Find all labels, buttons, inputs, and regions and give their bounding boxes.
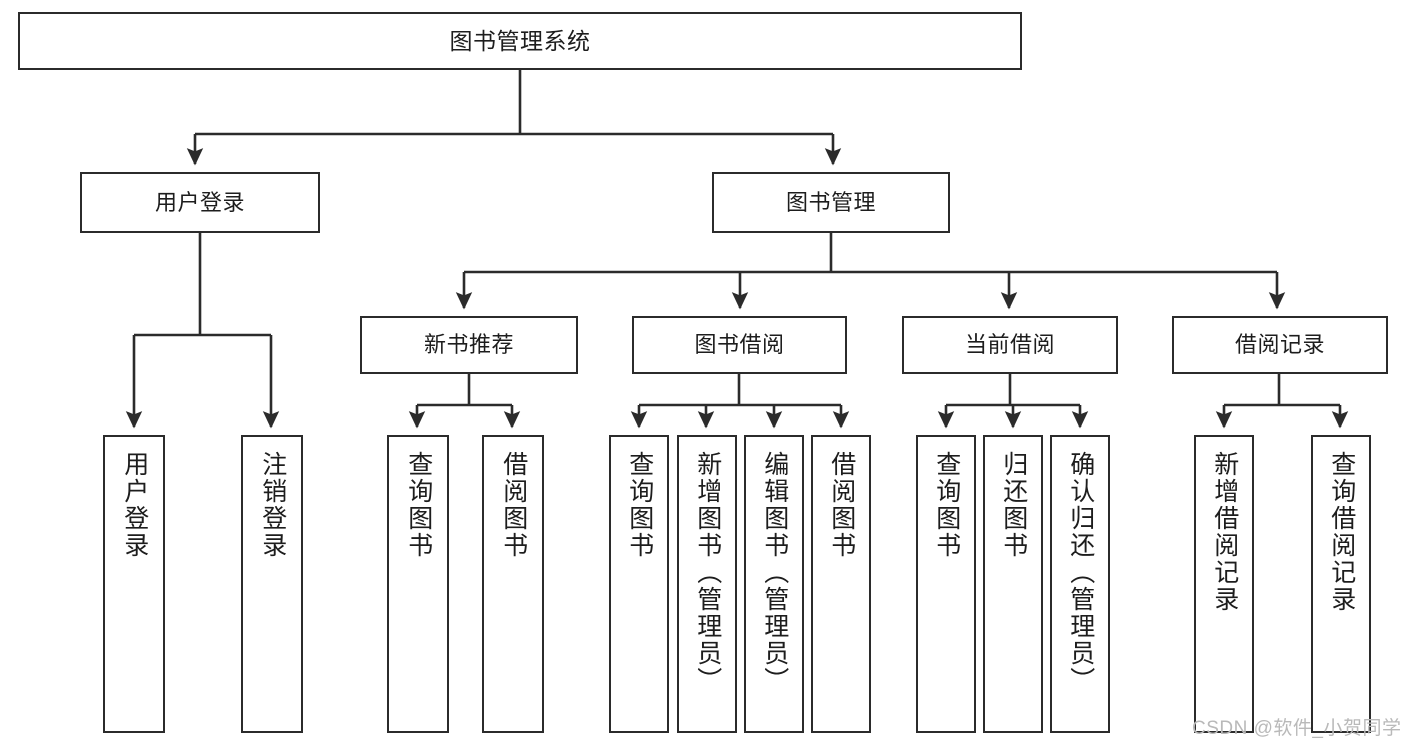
node-label: 确认归还（管理员）	[1066, 451, 1095, 694]
node-label: 图书管理系统	[449, 27, 591, 54]
node-label: 新书推荐	[423, 332, 514, 358]
node-label: 编辑图书（管理员）	[760, 451, 789, 694]
node-label: 用户登录	[154, 189, 245, 215]
node-root-system[interactable]: 图书管理系统	[18, 12, 1022, 70]
node-label: 查询借阅记录	[1327, 451, 1356, 613]
node-label: 查询图书	[404, 451, 433, 559]
leaf-edit-book[interactable]: 编辑图书（管理员）	[744, 435, 804, 733]
leaf-logout[interactable]: 注销登录	[241, 435, 303, 733]
node-user-login[interactable]: 用户登录	[80, 172, 320, 233]
leaf-query-book-recommend[interactable]: 查询图书	[387, 435, 449, 733]
node-label: 借阅图书	[499, 451, 528, 559]
leaf-borrow-book[interactable]: 借阅图书	[811, 435, 871, 733]
node-borrow-record[interactable]: 借阅记录	[1172, 316, 1388, 374]
leaf-query-book-current[interactable]: 查询图书	[916, 435, 976, 733]
node-label: 查询图书	[625, 451, 654, 559]
node-label: 用户登录	[120, 451, 149, 559]
leaf-borrow-book-recommend[interactable]: 借阅图书	[482, 435, 544, 733]
node-label: 归还图书	[999, 451, 1028, 559]
node-current-borrow[interactable]: 当前借阅	[902, 316, 1118, 374]
leaf-return-book[interactable]: 归还图书	[983, 435, 1043, 733]
leaf-user-login[interactable]: 用户登录	[103, 435, 165, 733]
node-label: 图书管理	[785, 189, 876, 215]
watermark: CSDN @软件_小贺同学	[1192, 718, 1402, 739]
node-label: 借阅图书	[827, 451, 856, 559]
node-label: 查询图书	[932, 451, 961, 559]
node-new-book-recommend[interactable]: 新书推荐	[360, 316, 578, 374]
leaf-add-book[interactable]: 新增图书（管理员）	[677, 435, 737, 733]
leaf-query-borrow-record[interactable]: 查询借阅记录	[1311, 435, 1371, 733]
leaf-confirm-return[interactable]: 确认归还（管理员）	[1050, 435, 1110, 733]
node-label: 注销登录	[258, 451, 287, 559]
node-book-management[interactable]: 图书管理	[712, 172, 950, 233]
leaf-add-borrow-record[interactable]: 新增借阅记录	[1194, 435, 1254, 733]
node-label: 新增借阅记录	[1210, 451, 1239, 613]
node-book-borrow[interactable]: 图书借阅	[632, 316, 847, 374]
node-label: 当前借阅	[964, 332, 1055, 358]
node-label: 图书借阅	[694, 332, 785, 358]
node-label: 新增图书（管理员）	[693, 451, 722, 694]
leaf-query-book-borrow[interactable]: 查询图书	[609, 435, 669, 733]
node-label: 借阅记录	[1234, 332, 1325, 358]
